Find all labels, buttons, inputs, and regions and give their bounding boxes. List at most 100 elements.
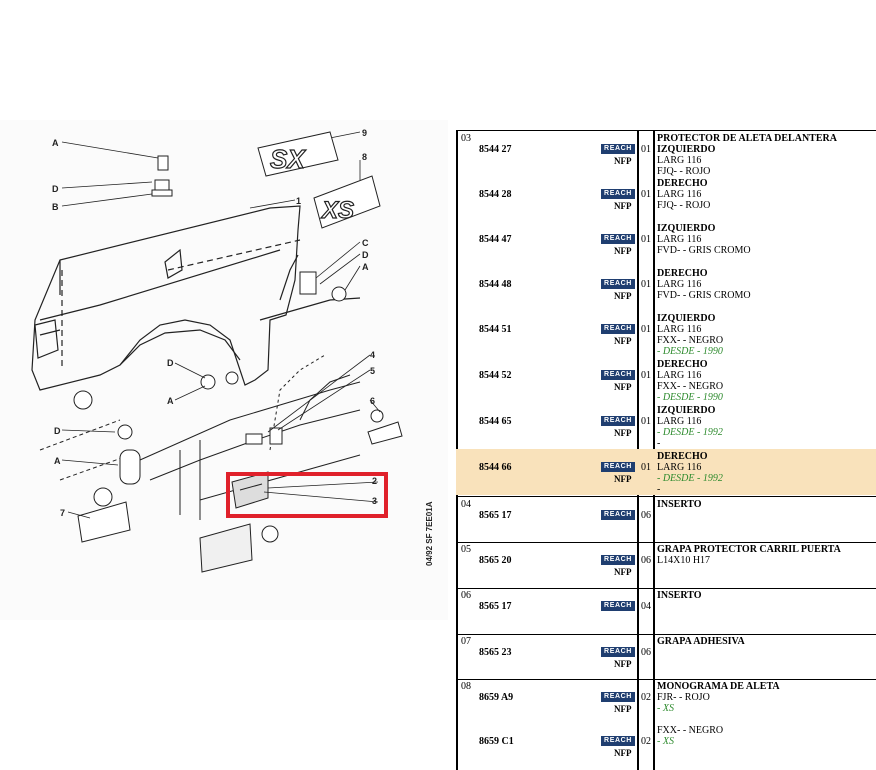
group-separator bbox=[456, 679, 876, 680]
reach-badge: REACH bbox=[601, 462, 635, 472]
fender-exploded-view: SX XS A D B 1 9 8 C D A D A D A 4 5 6 7 … bbox=[0, 120, 448, 620]
description-line: LARG 116 bbox=[657, 462, 702, 473]
part-reference[interactable]: 8659 C1 bbox=[479, 736, 514, 747]
description-line: LARG 116 bbox=[657, 234, 702, 245]
description-line: FJR- - ROJO bbox=[657, 692, 710, 703]
description-title: IZQUIERDO bbox=[657, 313, 716, 324]
reach-badge: REACH bbox=[601, 189, 635, 199]
reach-badge: REACH bbox=[601, 510, 635, 520]
callout-a: A bbox=[52, 138, 59, 148]
callout-labels: A D B 1 9 8 C D A D A D A 4 5 6 7 2 3 bbox=[52, 128, 377, 518]
part-reference[interactable]: 8565 20 bbox=[479, 555, 512, 566]
quantity: 06 bbox=[641, 510, 651, 521]
description-title: DERECHO bbox=[657, 451, 708, 462]
description-line: LARG 116 bbox=[657, 279, 702, 290]
part-reference[interactable]: 8565 17 bbox=[479, 510, 512, 521]
fastener-parts bbox=[73, 155, 403, 543]
part-reference[interactable]: 8544 52 bbox=[479, 370, 512, 381]
group-number: 05 bbox=[461, 544, 471, 555]
callout-d: D bbox=[52, 184, 59, 194]
part-reference[interactable]: 8565 23 bbox=[479, 647, 512, 658]
reach-badge: REACH bbox=[601, 555, 635, 565]
callout-9: 9 bbox=[362, 128, 367, 138]
sx-emblem-text: SX bbox=[270, 144, 306, 174]
group-separator bbox=[456, 542, 876, 543]
part-reference[interactable]: 8544 28 bbox=[479, 189, 512, 200]
fender-protector-strip bbox=[199, 471, 269, 573]
reach-badge: REACH bbox=[601, 144, 635, 154]
nfp-label: NFP bbox=[614, 336, 632, 346]
part-description: INSERTO bbox=[657, 590, 875, 601]
fender-body bbox=[31, 205, 361, 391]
description-line: LARG 116 bbox=[657, 370, 702, 381]
part-reference[interactable]: 8544 51 bbox=[479, 324, 512, 335]
callout-d3: D bbox=[167, 358, 174, 368]
description-line: FXX- - NEGRO bbox=[657, 381, 724, 392]
sx-emblem: SX bbox=[257, 131, 339, 177]
callout-3: 3 bbox=[372, 496, 377, 506]
nfp-label: NFP bbox=[614, 201, 632, 211]
date-note: - DESDE - 1990 bbox=[657, 392, 723, 403]
quantity: 01 bbox=[641, 234, 651, 245]
group-separator bbox=[456, 130, 876, 131]
part-reference[interactable]: 8544 48 bbox=[479, 279, 512, 290]
reach-badge: REACH bbox=[601, 601, 635, 611]
reach-badge: REACH bbox=[601, 370, 635, 380]
group-separator bbox=[456, 634, 876, 635]
nfp-label: NFP bbox=[614, 246, 632, 256]
description-line: - bbox=[657, 438, 661, 449]
callout-5: 5 bbox=[370, 366, 375, 376]
callout-a2: A bbox=[362, 262, 369, 272]
group-number: 08 bbox=[461, 681, 471, 692]
xs-emblem-text: XS bbox=[320, 197, 354, 224]
description-line: LARG 116 bbox=[657, 189, 702, 200]
callout-a3: A bbox=[167, 396, 174, 406]
part-reference[interactable]: 8544 66 bbox=[479, 462, 512, 473]
part-reference[interactable]: 8565 17 bbox=[479, 601, 512, 612]
description-line: LARG 116 bbox=[657, 155, 702, 166]
description-title: INSERTO bbox=[657, 590, 702, 601]
quantity: 01 bbox=[641, 324, 651, 335]
callout-6: 6 bbox=[370, 396, 375, 406]
part-reference[interactable]: 8544 65 bbox=[479, 416, 512, 427]
callout-2: 2 bbox=[372, 476, 377, 486]
description-line: FVD- - GRIS CROMO bbox=[657, 245, 751, 256]
xs-emblem: XS bbox=[313, 175, 381, 229]
callout-d2: D bbox=[362, 250, 369, 260]
nfp-label: NFP bbox=[614, 156, 632, 166]
part-description: GRAPA ADHESIVA bbox=[657, 636, 875, 647]
group-number: 04 bbox=[461, 499, 471, 510]
description-title: MONOGRAMA DE ALETA bbox=[657, 681, 780, 692]
quantity: 01 bbox=[641, 370, 651, 381]
description-title: PROTECTOR DE ALETA DELANTERA bbox=[657, 133, 837, 144]
quantity: 01 bbox=[641, 189, 651, 200]
date-note: - XS bbox=[657, 736, 674, 747]
reach-badge: REACH bbox=[601, 279, 635, 289]
part-reference[interactable]: 8544 27 bbox=[479, 144, 512, 155]
part-reference[interactable]: 8544 47 bbox=[479, 234, 512, 245]
quantity: 06 bbox=[641, 647, 651, 658]
callout-8: 8 bbox=[362, 152, 367, 162]
part-reference[interactable]: 8659 A9 bbox=[479, 692, 514, 703]
part-description: INSERTO bbox=[657, 499, 875, 510]
description-title: DERECHO bbox=[657, 268, 708, 279]
nfp-label: NFP bbox=[614, 382, 632, 392]
nfp-label: NFP bbox=[614, 428, 632, 438]
group-number: 06 bbox=[461, 590, 471, 601]
reach-badge: REACH bbox=[601, 324, 635, 334]
quantity: 04 bbox=[641, 601, 651, 612]
description-title: DERECHO bbox=[657, 178, 708, 189]
callout-b: B bbox=[52, 202, 59, 212]
description-title: GRAPA PROTECTOR CARRIL PUERTA bbox=[657, 544, 841, 555]
quantity: 01 bbox=[641, 279, 651, 290]
reach-badge: REACH bbox=[601, 692, 635, 702]
part-description: FXX- - NEGRO- XS bbox=[657, 725, 875, 747]
date-note: - DESDE - 1990 bbox=[657, 346, 723, 357]
reach-badge: REACH bbox=[601, 234, 635, 244]
callout-c: C bbox=[362, 238, 369, 248]
quantity: 01 bbox=[641, 144, 651, 155]
